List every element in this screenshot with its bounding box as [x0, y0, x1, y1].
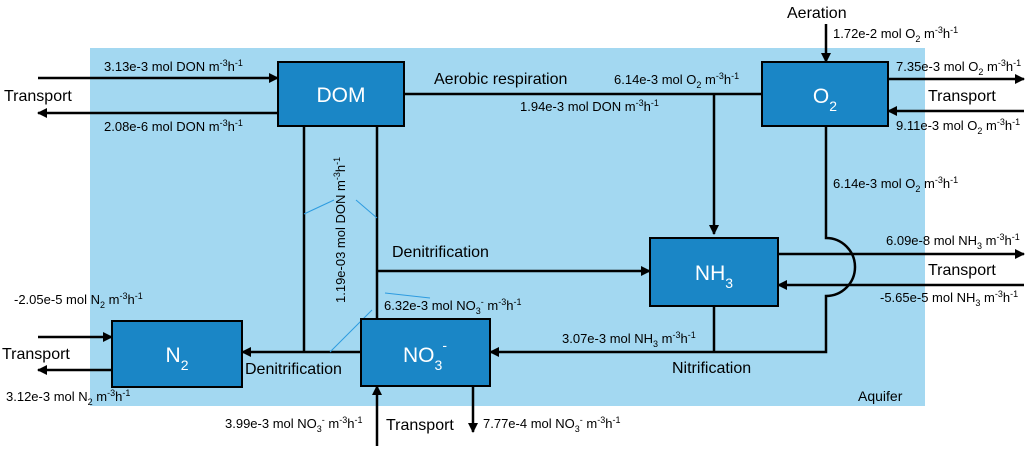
n2-node[interactable]: N2 — [111, 320, 243, 388]
flux-denit-don: 1.19e-03 mol DON m-3h-1 — [332, 157, 348, 303]
dom-label: DOM — [317, 84, 366, 107]
nh3-node[interactable]: NH3 — [649, 237, 779, 307]
aquifer-label: Aquifer — [858, 388, 903, 404]
no3-node[interactable]: NO3- — [360, 318, 491, 387]
nitrification-label: Nitrification — [672, 360, 751, 377]
no3-label: NO3- — [403, 337, 447, 373]
transport-label-n2: Transport — [2, 346, 70, 363]
flux-no3-out: 7.77e-4 mol NO3- m-3h-1 — [483, 415, 621, 434]
annotation-line — [329, 309, 373, 353]
flux-denit-no3: 6.32e-3 mol NO3- m-3h-1 — [384, 297, 522, 316]
o2-node[interactable]: O2 — [761, 61, 889, 127]
transport-label-no3: Transport — [386, 417, 454, 434]
flux-o2-out: 7.35e-3 mol O2 m-3h-1 — [896, 58, 1021, 77]
flux-no3-in: 3.99e-3 mol NO3- m-3h-1 — [225, 415, 363, 434]
flux-dom-out: 2.08e-6 mol DON m-3h-1 — [104, 118, 243, 134]
flux-nh3-in: -5.65e-5 mol NH3 m-3h-1 — [880, 289, 1018, 308]
annotation-line — [303, 199, 335, 215]
transport-label-o2: Transport — [928, 88, 996, 105]
nh3-label: NH3 — [695, 262, 733, 291]
aerobic-respiration-label: Aerobic respiration — [434, 71, 567, 88]
nitrification-o2-line — [714, 126, 857, 354]
denitrification-bottom-label: Denitrification — [245, 361, 342, 378]
flux-dom-in: 3.13e-3 mol DON m-3h-1 — [104, 58, 243, 74]
o2-label: O2 — [813, 85, 837, 114]
transport-label-nh3: Transport — [928, 262, 996, 279]
flux-aerobic-don: 1.94e-3 mol DON m-3h-1 — [520, 98, 659, 114]
aeration-label: Aeration — [787, 5, 847, 22]
flux-aerobic-o2: 6.14e-3 mol O2 m-3h-1 — [614, 71, 739, 90]
flux-n2-in: -2.05e-5 mol N2 m-3h-1 — [14, 291, 143, 310]
n2-label: N2 — [166, 344, 189, 373]
flux-o2-in: 9.11e-3 mol O2 m-3h-1 — [896, 117, 1020, 136]
flux-aeration: 1.72e-2 mol O2 m-3h-1 — [833, 25, 958, 44]
flux-nh3-out: 6.09e-8 mol NH3 m-3h-1 — [886, 232, 1020, 251]
annotation-line — [384, 292, 431, 299]
denitrification-top-label: Denitrification — [392, 244, 489, 261]
annotation-line — [355, 199, 378, 219]
transport-label-dom: Transport — [4, 88, 72, 105]
flux-nitrification-nh3: 3.07e-3 mol NH3 m-3h-1 — [562, 330, 696, 349]
flux-n2-out: 3.12e-3 mol N2 m-3h-1 — [6, 388, 130, 407]
flux-nitrification-o2: 6.14e-3 mol O2 m-3h-1 — [833, 175, 958, 194]
dom-node[interactable]: DOM — [277, 61, 405, 127]
